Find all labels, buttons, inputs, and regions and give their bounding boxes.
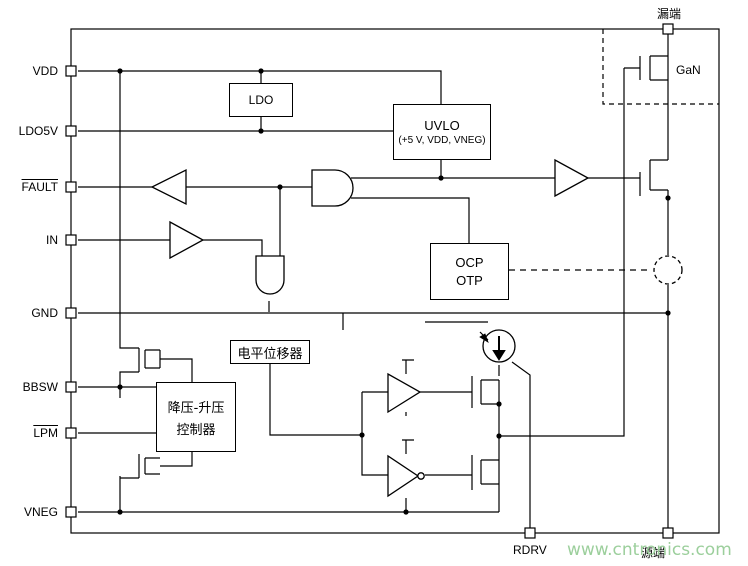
- pin-label-lpm: LPM: [33, 426, 58, 440]
- inverting-buffer: [387, 454, 420, 498]
- otp-label: OTP: [456, 273, 483, 288]
- watermark: www.cntronics.com: [567, 540, 732, 560]
- pin-label-in: IN: [46, 233, 58, 247]
- buck-boost-label-line1: 降压-升压: [167, 400, 225, 416]
- pin-label-rdrv: RDRV: [513, 543, 547, 557]
- pin-source: [662, 527, 674, 539]
- level-shifter-block: 电平位移器: [230, 340, 310, 364]
- uvlo-title: UVLO: [424, 118, 460, 133]
- pin-label-vneg: VNEG: [23, 505, 58, 519]
- gate-driver: [554, 158, 590, 198]
- and-gate-bottom: [255, 255, 285, 295]
- uvlo-subtitle: (+5 V, VDD, VNEG): [398, 135, 486, 146]
- gan-region: [602, 29, 719, 105]
- and-gate-top: [311, 169, 354, 207]
- ocp-label: OCP: [455, 255, 484, 270]
- pin-label-vdd: VDD: [32, 64, 58, 78]
- pin-gnd: [65, 307, 77, 319]
- pin-label-source: 源端: [641, 546, 666, 560]
- level-shifter-label: 电平位移器: [237, 346, 303, 362]
- pin-lpm: [65, 427, 77, 439]
- pin-vdd: [65, 65, 77, 77]
- pin-label-gnd: GND: [31, 306, 58, 320]
- gan-label: GaN: [676, 63, 701, 77]
- ocp-otp-block: OCP OTP: [430, 243, 509, 300]
- pin-label-bbsw: BBSW: [22, 380, 58, 394]
- pin-label-ldo5v: LDO5V: [18, 124, 58, 138]
- level-buffer: [387, 372, 422, 414]
- uvlo-block: UVLO (+5 V, VDD, VNEG): [393, 104, 491, 160]
- pin-label-drain: 漏端: [657, 7, 682, 21]
- vdd-wire: [78, 70, 442, 104]
- pin-label-fault: FAULT: [21, 180, 58, 194]
- buck-boost-controller-block: 降压-升压 控制器: [156, 382, 236, 452]
- pin-vneg: [65, 506, 77, 518]
- in-buffer: [169, 220, 205, 260]
- pin-ldo5v: [65, 125, 77, 137]
- ldo-label: LDO: [248, 93, 274, 107]
- fault-buffer: [150, 168, 187, 206]
- pin-drain: [662, 23, 674, 35]
- pin-in: [65, 234, 77, 246]
- ldo-block: LDO: [229, 83, 293, 117]
- buck-boost-label-line2: 控制器: [176, 422, 216, 438]
- pin-bbsw: [65, 381, 77, 393]
- pin-rdrv: [524, 527, 536, 539]
- pin-fault: [65, 181, 77, 193]
- chip-outline: [70, 28, 720, 534]
- sense-circle: [653, 255, 683, 285]
